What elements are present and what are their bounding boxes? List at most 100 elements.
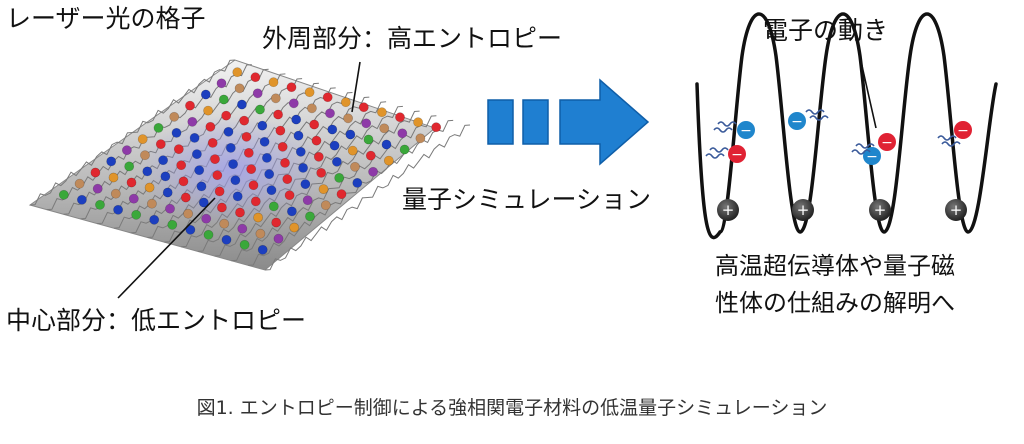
lattice-atom	[365, 150, 376, 161]
lattice-atom	[241, 131, 252, 142]
lattice-atom	[167, 219, 178, 230]
lattice-atom	[261, 152, 272, 163]
lattice-atom	[327, 124, 338, 135]
lattice-atom	[128, 193, 139, 204]
lattice-atom	[266, 185, 277, 196]
svg-text:−: −	[791, 114, 803, 130]
lattice-atom	[95, 199, 105, 210]
lattice-atom	[196, 181, 207, 192]
lattice-atom	[221, 110, 232, 121]
lattice-atom	[210, 154, 220, 164]
lattice-ridge-line	[264, 124, 471, 271]
lattice-atom	[185, 224, 196, 235]
lattice-atom	[230, 175, 241, 186]
outer-entropy-label: 外周部分：高エントロピー	[262, 24, 563, 53]
lattice-atom	[286, 206, 297, 217]
lattice-atom	[293, 130, 304, 141]
lattice-atom	[239, 239, 250, 250]
lattice-atom	[282, 174, 293, 184]
outer-leader-line	[351, 61, 361, 113]
lattice-atom	[205, 121, 216, 132]
lattice-atom	[309, 119, 320, 130]
lattice-atom	[137, 134, 148, 144]
lattice-atom	[142, 166, 153, 177]
lattice-atom	[203, 229, 214, 240]
lattice-atom	[298, 162, 308, 173]
lattice-atom	[90, 167, 101, 178]
lattice-atom	[171, 127, 182, 138]
lattice-atom	[257, 244, 268, 255]
lattice-atom	[92, 183, 103, 194]
lattice-atom	[268, 201, 279, 212]
arrow-block-2	[522, 99, 549, 145]
electron-minus-icon: −	[863, 147, 881, 165]
lattice-atom	[239, 115, 250, 126]
lattice-atom	[316, 167, 327, 178]
lattice-atom	[232, 67, 243, 78]
lattice-atom	[347, 145, 358, 156]
lattice-atom	[246, 164, 257, 174]
lattice-atom	[178, 176, 189, 187]
lattice-atom	[295, 146, 306, 157]
lattice-atom	[243, 147, 254, 158]
ion-plus-icon: +	[869, 199, 891, 221]
lattice-atom	[122, 145, 132, 156]
lattice-atom	[289, 222, 300, 233]
lattice-atom	[218, 94, 229, 105]
lattice-atom	[207, 137, 218, 148]
lattice-atom	[291, 114, 302, 125]
lattice-atom	[216, 78, 227, 89]
lattice-ridge-line	[29, 59, 236, 206]
lattice-atom	[322, 92, 333, 103]
lattice-atom	[113, 204, 123, 215]
lattice-atom	[169, 111, 180, 122]
lattice-atom	[165, 203, 175, 214]
lattice-atom	[325, 108, 335, 119]
lattice-atom	[343, 113, 353, 124]
svg-text:−: −	[731, 147, 743, 163]
lattice-atom	[187, 116, 198, 127]
lattice-atom	[320, 200, 331, 211]
center-entropy-label: 中心部分：低エントロピー	[6, 306, 307, 335]
lattice-atom	[225, 142, 236, 153]
lattice-atom	[275, 125, 286, 136]
lattice-atom	[237, 223, 248, 234]
lattice-atom	[383, 155, 394, 166]
lattice-atom	[74, 178, 85, 189]
lattice-atom	[201, 213, 212, 224]
lattice-atom	[268, 77, 279, 88]
lattice-atom	[194, 165, 205, 176]
electron-leader-line	[857, 47, 877, 129]
lattice-atom	[255, 104, 265, 115]
lattice-atom	[368, 166, 378, 177]
svg-text:−: −	[740, 123, 752, 139]
optical-lattice	[28, 59, 471, 271]
lattice-atom	[311, 135, 322, 146]
quantum-simulation-label: 量子シミュレーション	[402, 185, 652, 214]
lattice-atom	[248, 180, 259, 191]
lattice-atom	[176, 160, 187, 171]
ion-row: + + + +	[717, 199, 967, 221]
lattice-atom	[250, 72, 261, 83]
lattice-atom	[376, 107, 387, 118]
lattice-title: レーザー光の格子	[6, 4, 206, 33]
lattice-atom	[200, 89, 211, 100]
lattice-atoms	[58, 67, 442, 255]
svg-text:+: +	[874, 201, 887, 219]
svg-text:−: −	[881, 135, 893, 151]
lattice-atom	[280, 157, 290, 168]
electrons: − − − − − −	[728, 112, 972, 165]
lattice-ridge-line	[248, 119, 454, 266]
lattice-atom	[235, 207, 245, 218]
svg-text:+: +	[950, 201, 963, 219]
lattice-atom	[271, 217, 282, 228]
lattice-atom	[313, 151, 324, 162]
process-arrow	[487, 78, 650, 166]
ion-plus-icon: +	[792, 199, 814, 221]
lattice-atom	[146, 198, 157, 209]
lattice-atom	[214, 186, 225, 197]
electron-motion-label: 電子の動き	[763, 16, 889, 45]
lattice-atom	[236, 99, 247, 110]
lattice-atom	[284, 190, 295, 201]
arrow-head	[559, 78, 650, 166]
